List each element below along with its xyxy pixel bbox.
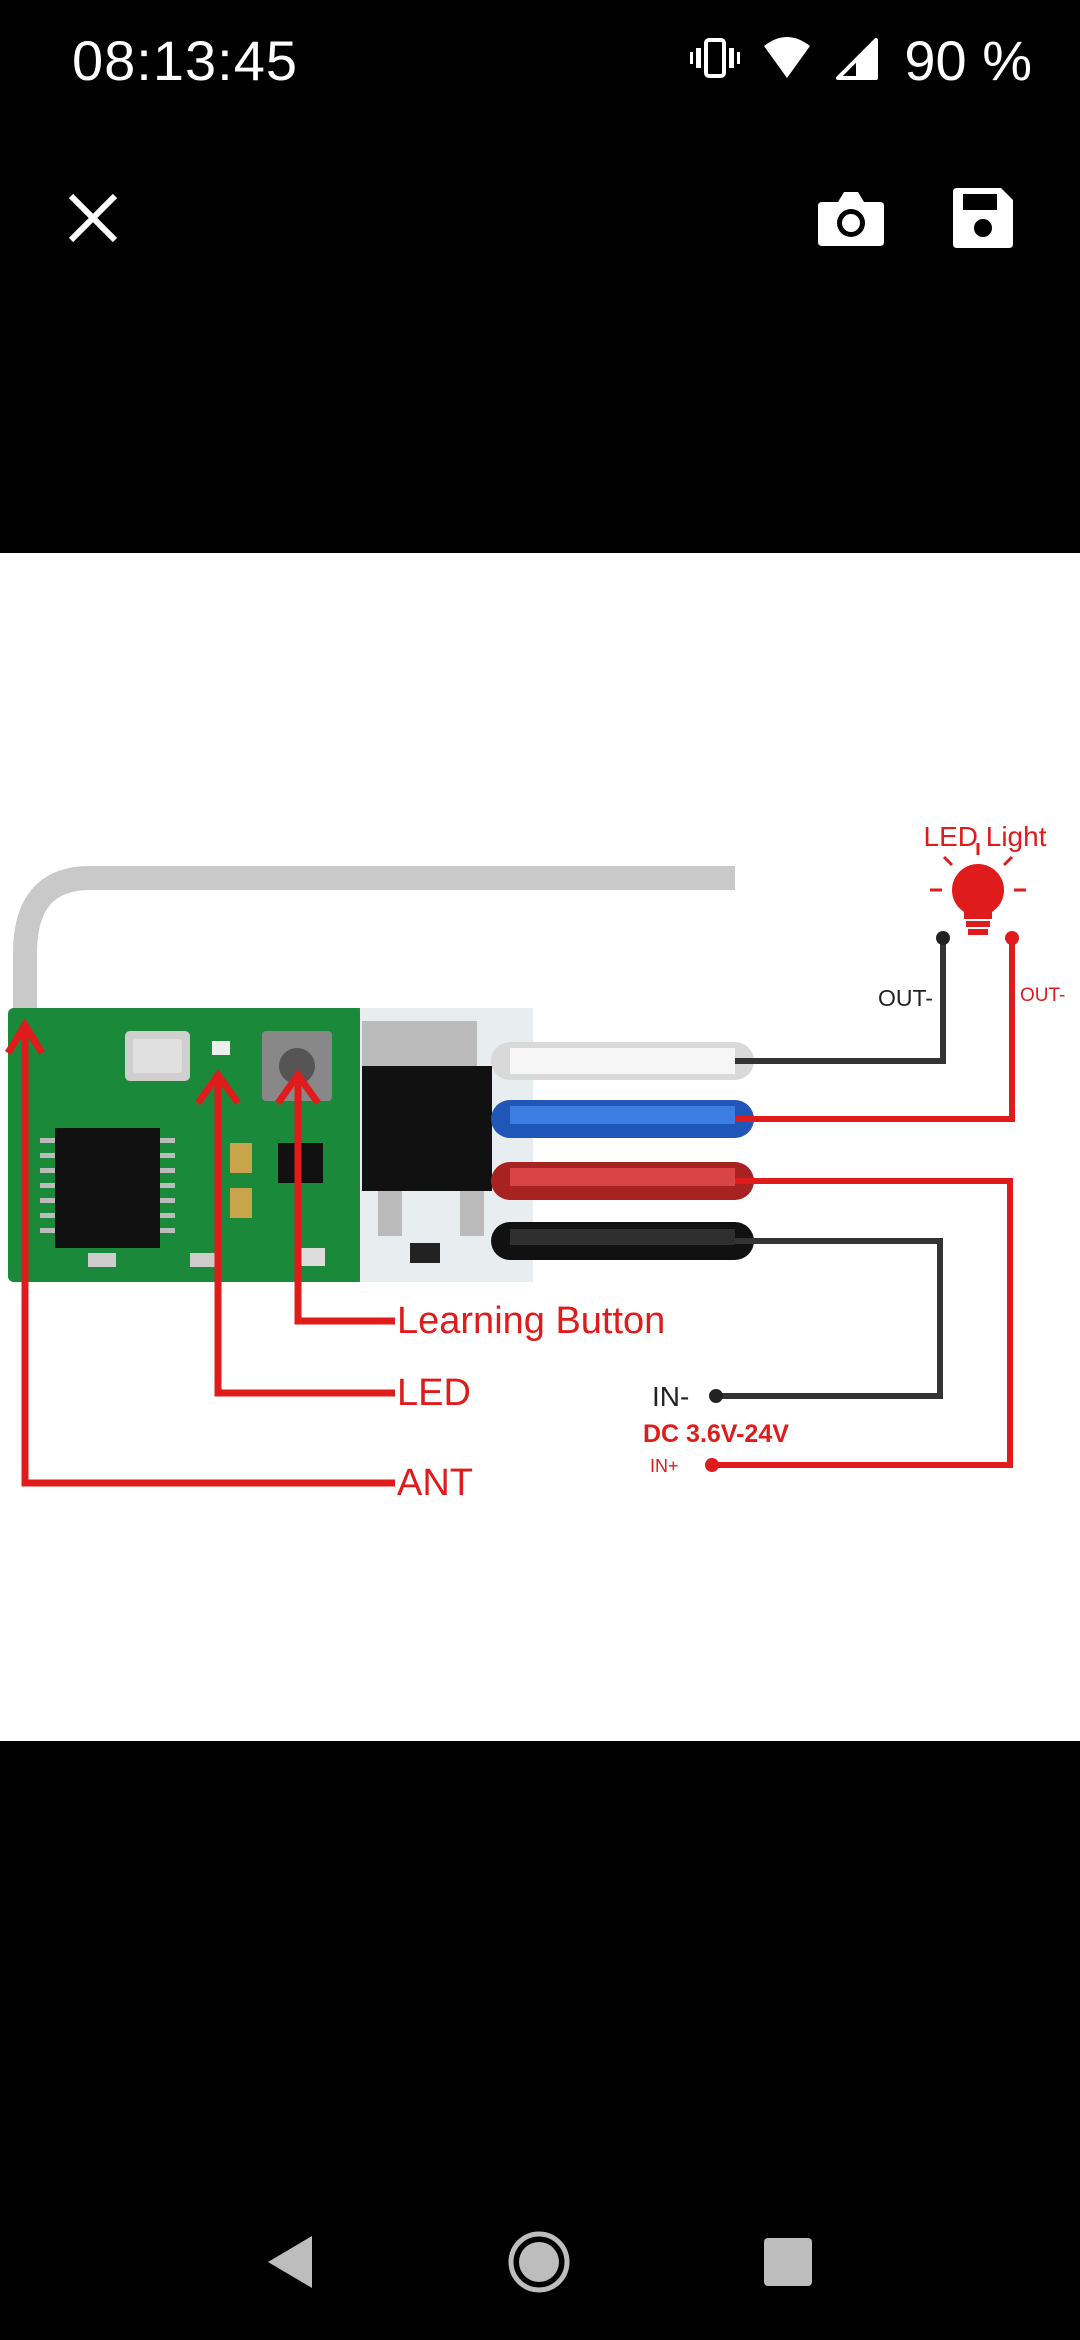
status-icons: 90 % [690, 28, 1032, 92]
home-button[interactable] [495, 2220, 583, 2308]
receiver-board [8, 1008, 533, 1282]
image-viewer[interactable]: LED Light OUT- OUT- Learning Button LED … [0, 553, 1080, 1741]
wifi-icon [762, 36, 812, 85]
back-icon [262, 2232, 318, 2297]
led-label: LED [397, 1372, 471, 1414]
camera-icon [816, 188, 886, 253]
ant-label: ANT [397, 1462, 473, 1504]
recents-icon [760, 2234, 816, 2295]
save-icon [951, 186, 1015, 255]
out-minus-line [735, 938, 946, 1064]
led-light-label: LED Light [924, 821, 1047, 852]
signal-icon [834, 36, 879, 85]
wire-blue [491, 1100, 754, 1138]
recents-button[interactable] [744, 2220, 832, 2308]
status-bar: 08:13:45 90 % [0, 0, 1080, 125]
status-time: 08:13:45 [72, 29, 298, 92]
out-plus-line [735, 938, 1015, 1122]
wiring-diagram: LED Light OUT- OUT- Learning Button LED … [5, 821, 1065, 1504]
learning-button-label: Learning Button [397, 1300, 665, 1342]
back-button[interactable] [246, 2220, 334, 2308]
in-minus-label: IN- [652, 1381, 689, 1412]
battery-level: 90 % [904, 28, 1032, 92]
dc-voltage-label: DC 3.6V-24V [643, 1420, 789, 1448]
vibrate-icon [690, 36, 741, 85]
antenna-wire [13, 866, 735, 1028]
close-button[interactable] [50, 177, 136, 263]
home-icon [507, 2230, 571, 2299]
out-minus-label-left: OUT- [878, 985, 933, 1011]
save-button[interactable] [940, 177, 1026, 263]
viewer-toolbar [0, 165, 1080, 275]
bulb-icon [930, 843, 1026, 935]
camera-button[interactable] [808, 177, 894, 263]
callout-lines [5, 1018, 395, 1487]
in-plus-line [712, 1178, 1013, 1468]
close-icon [65, 190, 121, 251]
in-minus-line [716, 1238, 943, 1399]
out-minus-label-right: OUT- [1020, 985, 1065, 1006]
navigation-bar [0, 2180, 1080, 2340]
in-plus-label: IN+ [650, 1456, 679, 1476]
wire-red [491, 1162, 754, 1200]
wire-black [491, 1222, 754, 1260]
